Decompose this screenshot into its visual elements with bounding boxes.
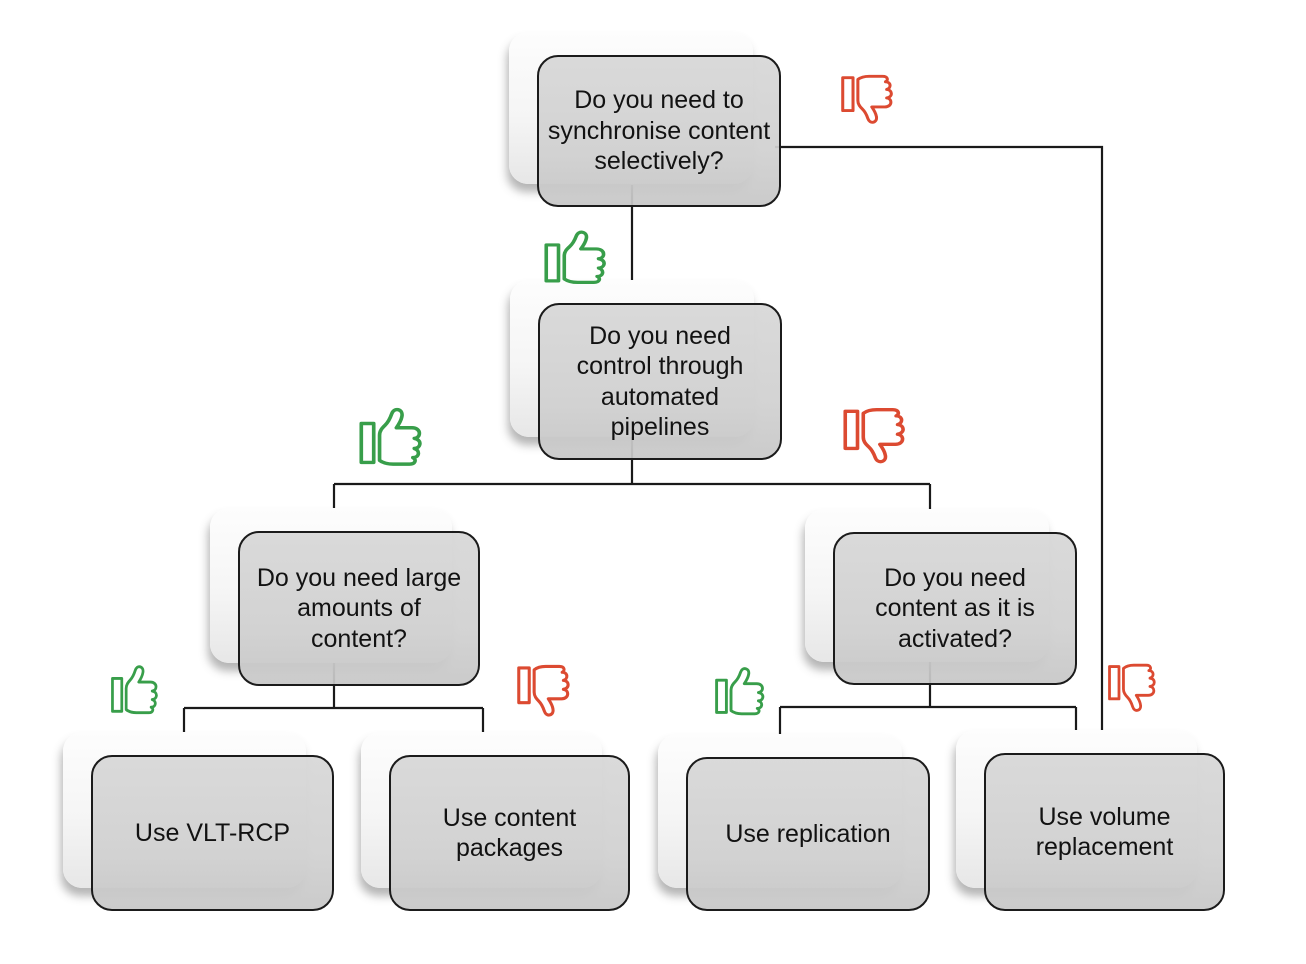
node-label: Do you need content as it is activated?	[875, 563, 1035, 653]
thumbs-up-icon	[714, 664, 774, 717]
thumbs-up-icon	[110, 662, 167, 716]
answer-node-replication: Use replication	[686, 757, 930, 911]
decision-node-automated-pipelines: Do you need control through automated pi…	[538, 303, 782, 460]
node-label: Use VLT-RCP	[134, 818, 291, 847]
thumbs-down-icon	[1107, 662, 1165, 715]
node-label: Use replication	[725, 819, 891, 848]
node-label: Do you need large amounts of content?	[256, 563, 462, 653]
decision-node-large-amounts: Do you need large amounts of content?	[238, 531, 480, 686]
node-label: Use content packages	[442, 803, 577, 863]
node-label: Do you need control through automated pi…	[576, 321, 744, 442]
node-label: Use volume replacement	[1035, 802, 1174, 862]
thumbs-up-icon	[358, 404, 434, 468]
thumbs-down-icon	[840, 73, 903, 127]
decision-node-content-activated: Do you need content as it is activated?	[833, 532, 1077, 685]
answer-node-content-packages: Use content packages	[389, 755, 630, 911]
thumbs-up-icon	[543, 227, 618, 286]
thumbs-down-icon	[516, 663, 580, 720]
answer-node-vlt-rcp: Use VLT-RCP	[91, 755, 334, 911]
answer-node-volume-replacement: Use volume replacement	[984, 753, 1225, 911]
thumbs-down-icon	[842, 406, 917, 467]
decision-node-synchronise-selectively: Do you need to synchronise content selec…	[537, 55, 781, 207]
node-label: Do you need to synchronise content selec…	[547, 86, 771, 176]
